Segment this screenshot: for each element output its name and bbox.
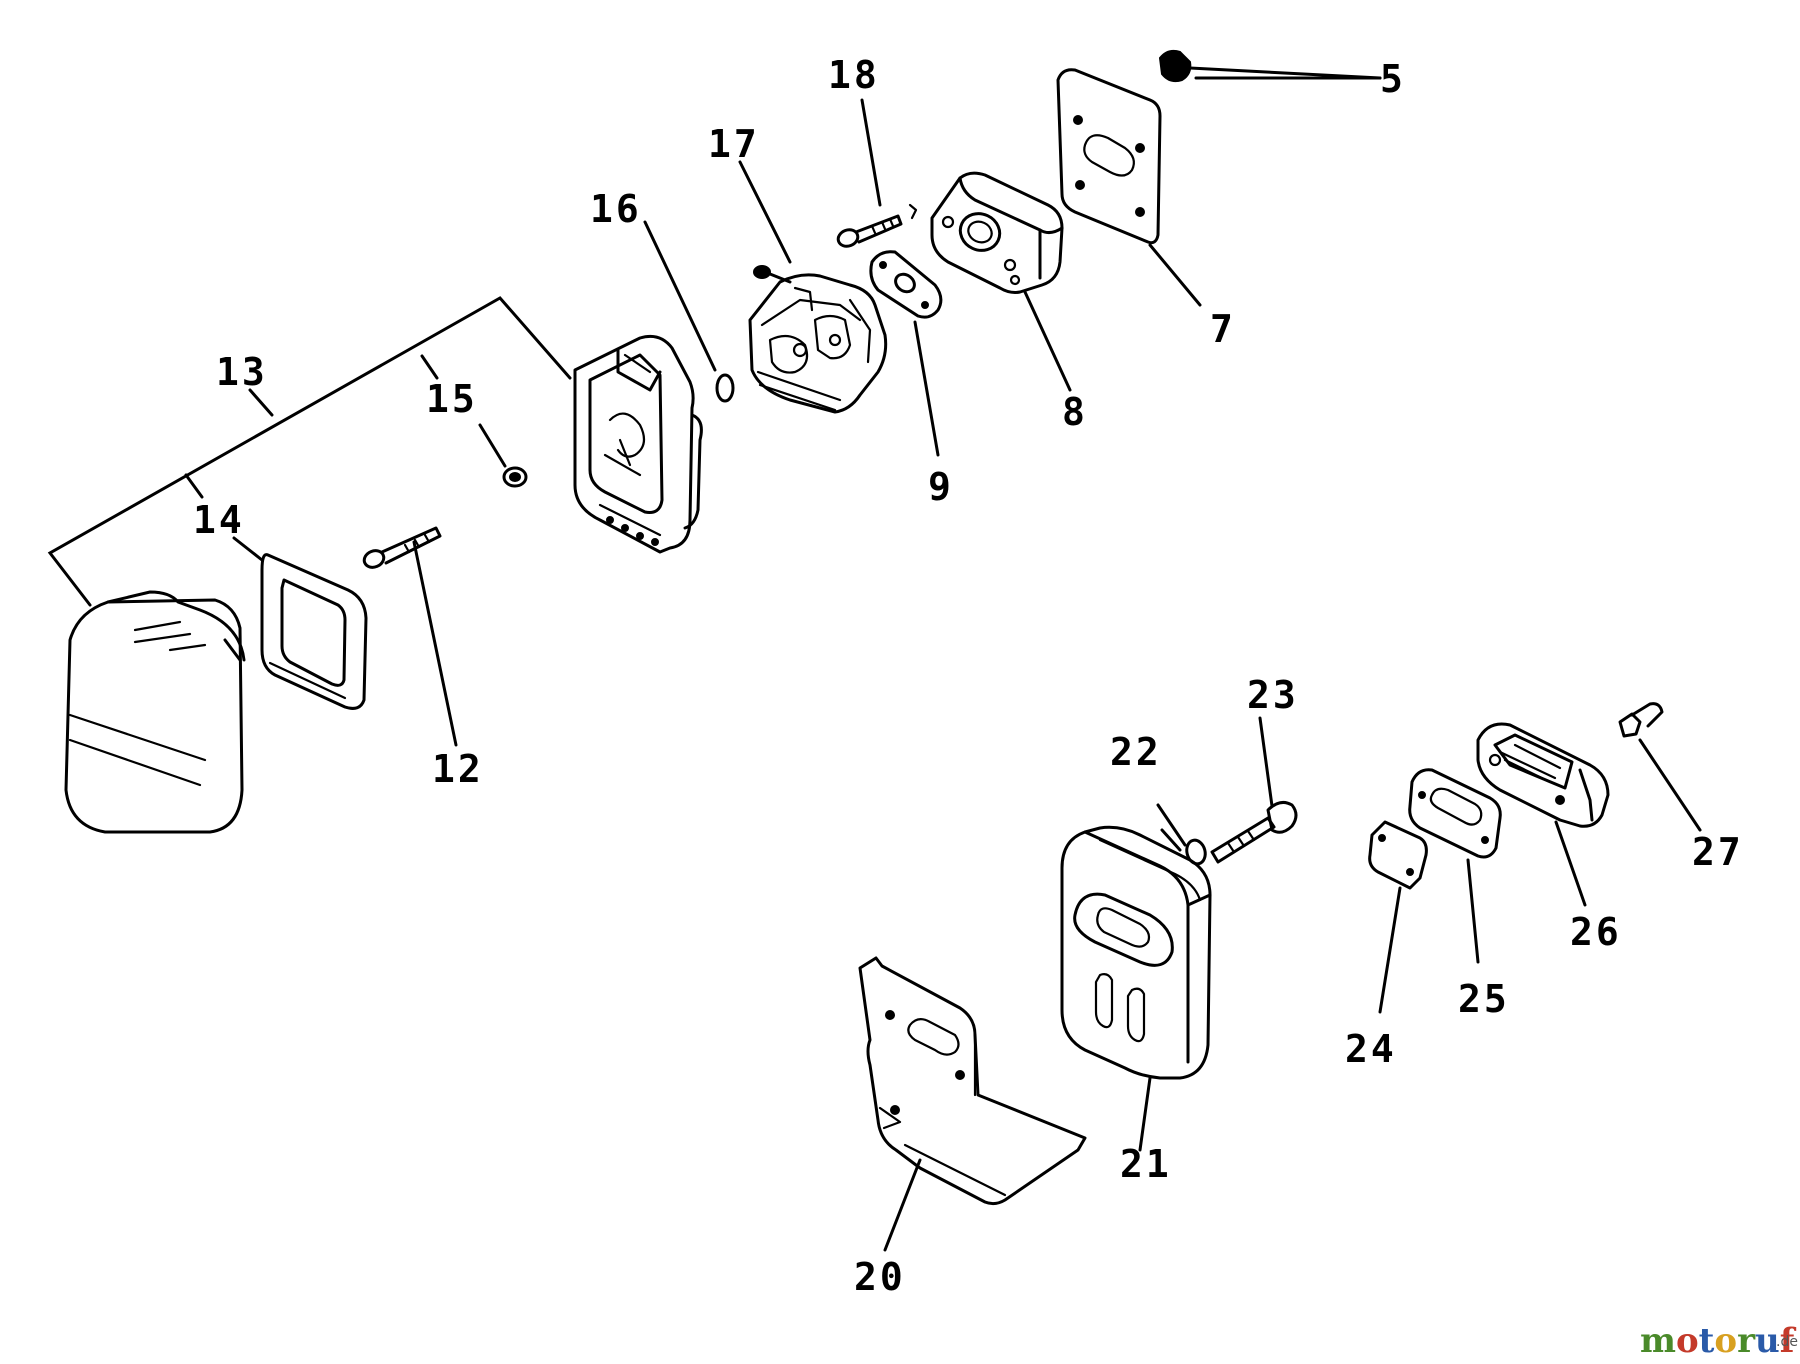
- label-part-27: 27: [1692, 830, 1744, 874]
- part-air-filter-element: [260, 553, 368, 710]
- label-part-12: 12: [432, 747, 484, 791]
- part-screw-12: [362, 526, 442, 569]
- label-part-8: 8: [1062, 390, 1088, 434]
- part-gasket-9: [869, 250, 943, 319]
- part-air-filter-cover: [64, 590, 246, 834]
- part-plate-24: [1368, 820, 1428, 890]
- leader-lines: [232, 66, 1702, 1252]
- label-part-7: 7: [1210, 307, 1236, 351]
- label-part-15: 15: [426, 377, 478, 421]
- part-air-filter-base: [573, 334, 703, 554]
- part-gasket-7: [1056, 68, 1162, 245]
- watermark-text: motoruf: [1640, 1321, 1797, 1361]
- label-part-14: 14: [193, 498, 245, 542]
- part-spacer-15: [502, 466, 528, 488]
- part-muffler: [1060, 825, 1212, 1080]
- label-part-17: 17: [708, 122, 760, 166]
- part-insulator-8: [930, 171, 1064, 294]
- part-carburetor: [748, 265, 888, 414]
- label-part-13: 13: [216, 350, 268, 394]
- watermark-suffix: .de: [1776, 1334, 1798, 1350]
- label-part-26: 26: [1570, 910, 1622, 954]
- label-part-9: 9: [928, 465, 954, 509]
- label-part-23: 23: [1247, 673, 1299, 717]
- part-exhaust-cap: [1476, 722, 1610, 828]
- part-heat-shield: [858, 956, 1087, 1206]
- label-part-21: 21: [1120, 1142, 1172, 1186]
- label-part-18: 18: [828, 53, 880, 97]
- part-o-ring-16: [715, 373, 735, 403]
- part-labels: 5 7 8 9 12 13 14 15 16 17 18 20 21 22 23…: [193, 53, 1744, 1299]
- part-screw-27: [1618, 702, 1664, 738]
- watermark-logo: motoruf .de: [1640, 1321, 1798, 1361]
- label-part-16: 16: [590, 187, 642, 231]
- label-part-25: 25: [1458, 977, 1510, 1021]
- assembly-bracket-13: [47, 296, 572, 607]
- part-bolt-23: [1210, 800, 1298, 864]
- label-part-5: 5: [1380, 57, 1406, 101]
- part-screw-18: [836, 203, 918, 248]
- part-gasket-25: [1408, 768, 1502, 859]
- part-nut-5: [1158, 49, 1192, 83]
- part-washer-22: [1185, 838, 1207, 866]
- label-part-24: 24: [1345, 1027, 1397, 1071]
- label-part-20: 20: [854, 1255, 906, 1299]
- label-part-22: 22: [1110, 730, 1162, 774]
